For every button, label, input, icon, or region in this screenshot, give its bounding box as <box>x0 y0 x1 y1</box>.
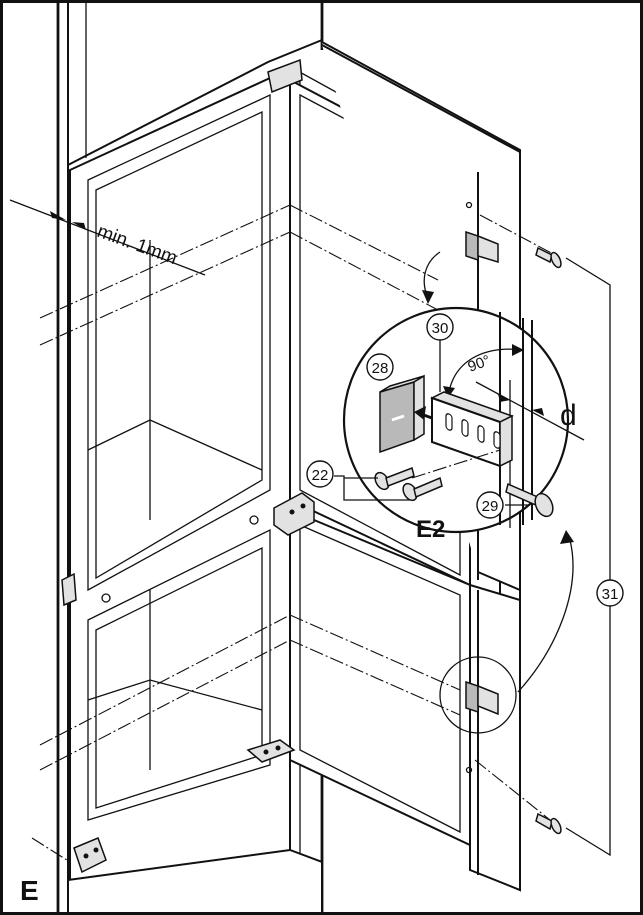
screw-22-b <box>402 476 443 502</box>
callout-30-text: 30 <box>432 320 449 337</box>
gap-dimension <box>9 199 206 276</box>
cabinet-side-wall <box>56 0 69 915</box>
callout-29-text: 29 <box>482 498 499 515</box>
part-28-plate <box>379 374 425 454</box>
callout-29: 29 <box>476 491 504 519</box>
lower-furniture-panel <box>469 583 521 892</box>
upper-screw <box>535 246 562 269</box>
bottom-hinge-right <box>246 739 296 763</box>
alignment-lines <box>31 204 556 863</box>
callout-30: 30 <box>426 313 454 341</box>
lower-furniture-door <box>67 848 323 914</box>
left-hinge <box>61 515 259 607</box>
callout-31-text: 31 <box>602 586 619 603</box>
bottom-hinge-left <box>73 837 107 874</box>
angle-label: 90° <box>466 352 493 376</box>
callout-22-text: 22 <box>312 467 329 484</box>
lower-appliance-door <box>289 508 471 847</box>
upper-door-bracket <box>465 201 499 264</box>
lower-door-bracket <box>439 656 517 774</box>
detail-label: E2 <box>416 516 445 543</box>
callout-22-leader <box>334 475 410 501</box>
panel-label: E <box>20 875 39 906</box>
screw-29 <box>505 482 554 518</box>
middle-hinge <box>273 492 315 536</box>
assembly-arrow <box>411 406 501 479</box>
callout-28-text: 28 <box>372 360 389 377</box>
appliance-body <box>69 76 301 882</box>
part-30-bracket <box>430 391 514 468</box>
detail-link-arrows <box>422 251 574 693</box>
screw-22-a <box>374 466 415 491</box>
top-hinge <box>267 58 303 94</box>
distance-label: d <box>560 399 577 432</box>
upper-furniture-door <box>67 1 323 167</box>
callout-22: 22 <box>306 460 334 488</box>
callout-31-leader <box>565 257 611 857</box>
lower-screw <box>535 812 562 835</box>
callout-28: 28 <box>366 353 394 381</box>
callout-31: 31 <box>596 579 624 607</box>
